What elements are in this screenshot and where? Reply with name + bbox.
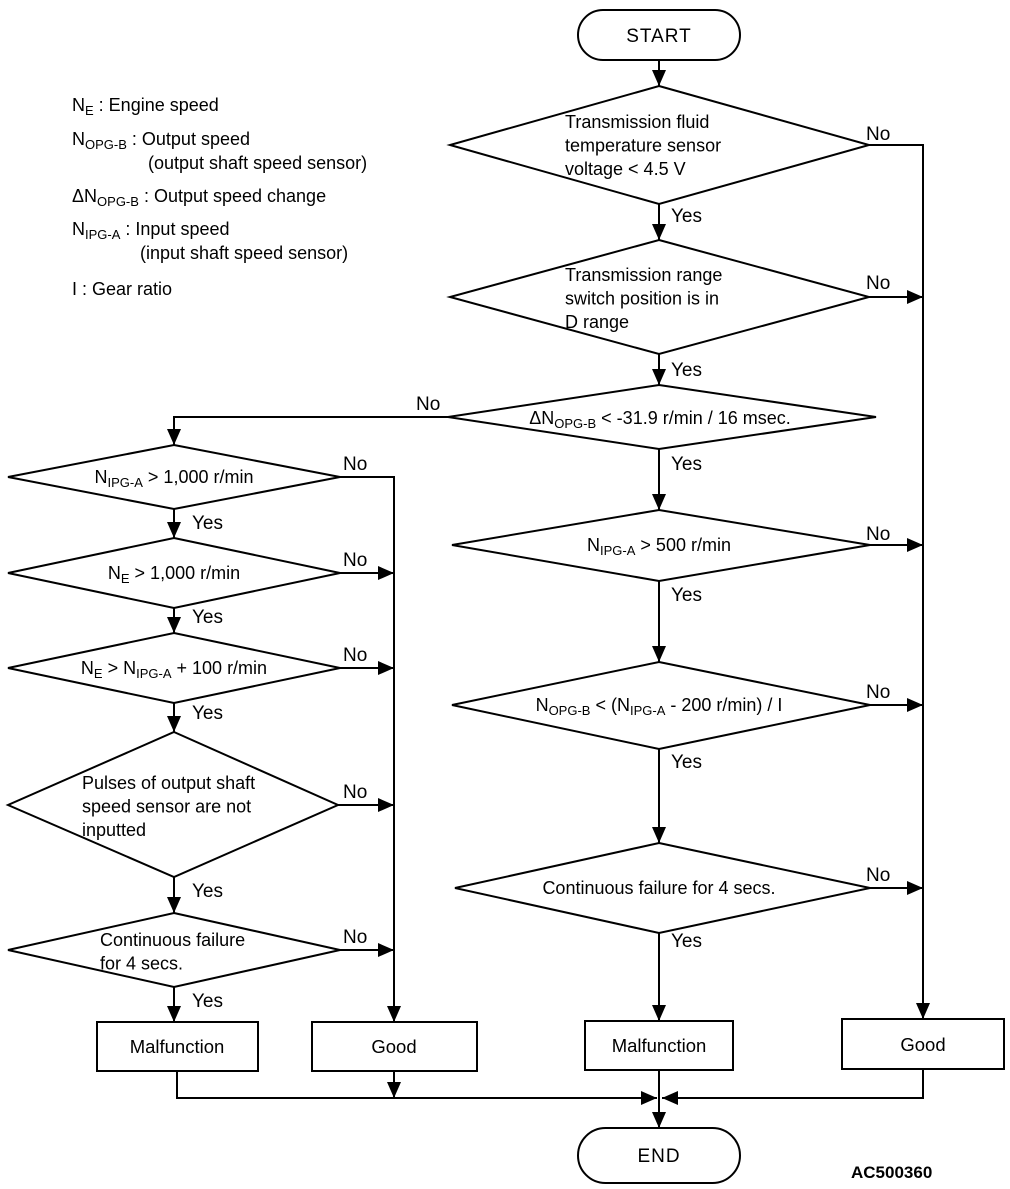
edge-range-no-label: No [866,273,890,294]
process-good-left [311,1021,478,1072]
decision-engine-vs-input-label: NE > NIPG-A + 100 r/min [81,658,267,681]
decision-output-pulses-label: inputted [82,820,146,840]
edge-range-yes-label: Yes [671,360,702,381]
decision-input-speed-500-label: NIPG-A > 500 r/min [587,535,731,558]
decision-fluid-temp-voltage-label: temperature sensor [565,136,721,156]
edge-engine-vs-input-yes-label: Yes [192,703,223,724]
edge-malfunction-left-join [176,1071,657,1105]
decision-range-switch-label: D range [565,312,629,332]
decision-output-vs-input [451,660,871,751]
process-malfunction-left [96,1021,259,1072]
edge-input1000-no [340,476,401,1022]
edge-speed-change-yes-label: Yes [671,454,702,475]
nodes-layer [5,9,1005,1184]
edge-input500-no-label: No [866,524,890,545]
start-node [577,9,741,61]
process-good-right [841,1018,1005,1070]
edge-engine1000-yes-label: Yes [192,607,223,628]
edge-input500-yes-label: Yes [671,585,702,606]
end-node [577,1127,741,1184]
decision-fluid-temp-voltage-label: Transmission fluid [565,112,709,132]
decision-output-pulses [5,730,341,879]
legend-input-speed-note: (input shaft speed sensor) [140,243,348,263]
process-good-right-label: Good [900,1034,945,1055]
process-malfunction-left-label: Malfunction [130,1036,225,1057]
decision-fluid-temp-voltage-label: voltage < 4.5 V [565,159,686,179]
edges-layer [167,60,930,1128]
text-layer: START Transmission fluid temperature senso… [72,26,946,1182]
start-node-label: START [626,26,692,47]
legend-gear-ratio: I : Gear ratio [72,279,172,299]
edge-speed-change-no-label: No [416,394,440,415]
process-malfunction-center-label: Malfunction [612,1035,707,1056]
edge-speed-change-no [167,416,448,445]
decision-range-switch-label: switch position is in [565,289,719,309]
edge-fluid-no [869,144,930,1019]
edge-engine-vs-input-no-label: No [343,645,367,666]
decision-continuous-failure-right-label: Continuous failure for 4 secs. [542,878,775,898]
decision-engine-speed-1000 [7,536,341,610]
decision-engine-speed-1000-label: NE > 1,000 r/min [108,563,240,586]
decision-output-vs-input-label: NOPG-B < (NIPG-A - 200 r/min) / I [536,695,783,718]
edge-input1000-yes-label: Yes [192,513,223,534]
decision-output-speed-change-label: ΔNOPG-B < -31.9 r/min / 16 msec. [529,408,791,431]
edge-ratio-yes-label: Yes [671,752,702,773]
edge-fluid-yes-label: Yes [671,206,702,227]
edge-input1000-no-label: No [343,454,367,475]
legend-input-speed: NIPG-A : Input speed [72,219,230,242]
decision-fluid-temp-voltage [446,84,873,206]
legend-engine-speed: NE : Engine speed [72,95,219,118]
process-good-left-label: Good [371,1036,416,1057]
edge-pulses-no-label: No [343,782,367,803]
legend-output-speed-note: (output shaft speed sensor) [148,153,367,173]
edge-good-right-join [662,1069,924,1105]
edge-pulses-yes-label: Yes [192,881,223,902]
decision-range-switch-label: Transmission range [565,265,722,285]
decision-input-speed-500 [451,508,871,583]
decision-input-speed-1000 [7,443,341,511]
decision-continuous-failure-left-label: Continuous failure [100,930,245,950]
decision-input-speed-1000-label: NIPG-A > 1,000 r/min [95,467,254,490]
legend-output-speed: NOPG-B : Output speed [72,129,250,152]
edge-failure-right-yes-label: Yes [671,931,702,952]
process-malfunction-center [584,1020,734,1071]
edge-failure-left-yes-label: Yes [192,991,223,1012]
decision-output-pulses-label: Pulses of output shaft [82,773,255,793]
decision-continuous-failure-right [454,841,871,935]
decision-engine-vs-input [7,631,341,705]
legend-output-speed-change: ΔNOPG-B : Output speed change [72,186,326,209]
edge-failure-right-no-label: No [866,865,890,886]
decision-continuous-failure-left [7,911,341,989]
end-node-label: END [637,1146,680,1167]
edge-fluid-no-label: No [866,124,890,145]
edge-engine1000-no-label: No [343,550,367,571]
decision-continuous-failure-left-label: for 4 secs. [100,954,183,974]
decision-range-switch [446,238,873,356]
decision-output-pulses-label: speed sensor are not [82,797,251,817]
figure-code: AC500360 [851,1163,932,1182]
edge-ratio-no-label: No [866,682,890,703]
edge-failure-left-no-label: No [343,927,367,948]
decision-output-speed-change [447,383,877,451]
